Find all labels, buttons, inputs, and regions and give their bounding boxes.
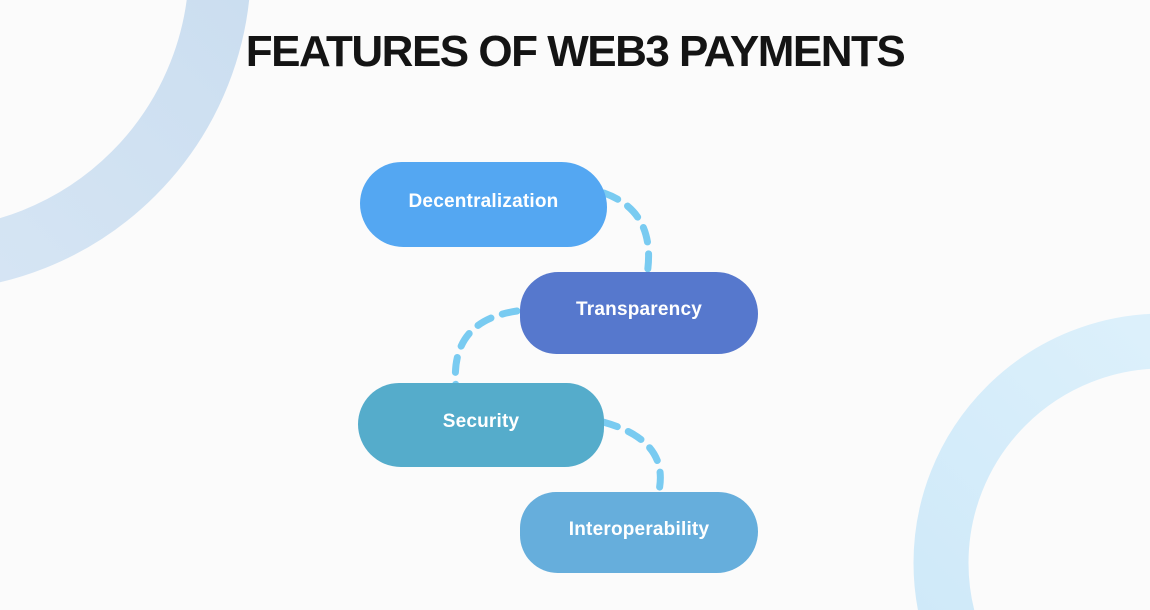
feature-pill-security: Security: [358, 383, 604, 467]
feature-pill-decentralization: Decentralization: [360, 162, 607, 247]
feature-label-interoperability: Interoperability: [568, 518, 710, 540]
decorative-ring-bottom-right-icon: [913, 313, 1150, 610]
feature-label-security: Security: [442, 411, 520, 432]
feature-label-decentralization: Decentralization: [408, 190, 559, 212]
feature-pill-interoperability: Interoperability: [520, 492, 758, 573]
connector-decentralization-transparency: [600, 189, 653, 279]
feature-label-transparency: Transparency: [576, 299, 702, 320]
connector-transparency-security: [451, 307, 521, 392]
feature-pill-transparency: Transparency: [520, 272, 758, 354]
page-title: FEATURES OF WEB3 PAYMENTS: [245, 27, 906, 76]
connector-security-interoperability: [599, 418, 664, 499]
